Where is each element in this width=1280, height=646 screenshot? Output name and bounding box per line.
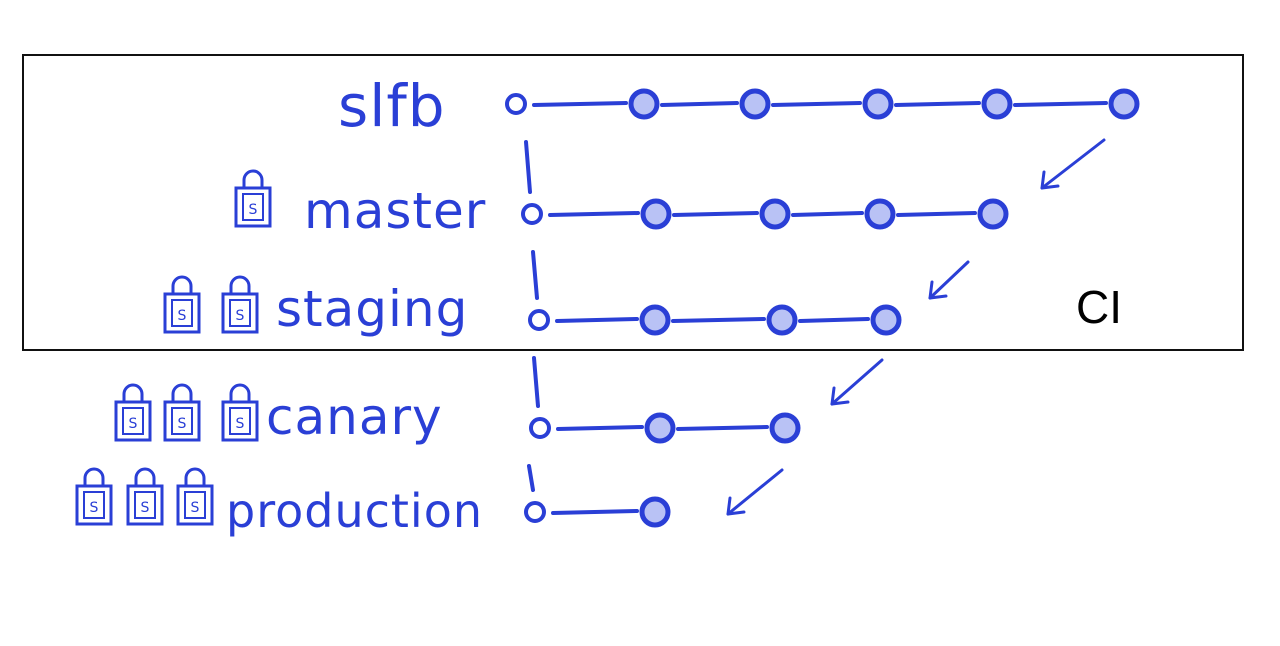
commit-node xyxy=(981,88,1013,120)
commit-connector xyxy=(791,211,864,217)
ci-label: CI xyxy=(1076,281,1122,333)
commit-connector xyxy=(676,425,769,431)
padlock-icon xyxy=(126,484,164,526)
padlock-shackle xyxy=(83,467,105,486)
padlock-inner-box xyxy=(242,193,264,221)
commit-connector xyxy=(798,317,870,323)
padlock-glyph: S xyxy=(129,416,138,432)
branch-label-staging: staging xyxy=(276,280,469,338)
padlock-glyph: S xyxy=(236,416,245,432)
padlock-glyph: S xyxy=(236,308,245,324)
commit-connector xyxy=(660,101,739,107)
padlock-icon xyxy=(163,292,201,334)
padlock-inner-box xyxy=(229,299,251,327)
commit-node xyxy=(769,412,801,444)
padlock-inner-box xyxy=(171,407,193,435)
padlock-shackle xyxy=(229,383,251,402)
padlock-icon xyxy=(163,400,201,442)
commit-node xyxy=(505,93,527,115)
padlock-glyph: S xyxy=(191,500,200,516)
commit-node xyxy=(870,304,902,336)
commit-connector xyxy=(894,101,981,107)
arrow-head-icon xyxy=(830,386,850,406)
branch-link-production xyxy=(527,464,535,492)
commit-node xyxy=(524,501,546,523)
commit-node xyxy=(644,412,676,444)
promotion-arrow xyxy=(1040,138,1106,190)
commit-connector xyxy=(896,211,977,217)
padlock-shackle xyxy=(184,467,206,486)
padlock-icon xyxy=(221,400,259,442)
promotion-arrow xyxy=(726,468,784,516)
branch-link-master xyxy=(524,140,532,194)
arrow-head-icon xyxy=(928,280,948,300)
padlock-glyph: S xyxy=(178,416,187,432)
commit-node xyxy=(862,88,894,120)
branch-label-slfb: slfb xyxy=(338,72,446,140)
commit-node xyxy=(628,88,660,120)
ci-boundary-box xyxy=(22,54,1244,351)
padlock-inner-box xyxy=(184,491,206,519)
commit-node xyxy=(977,198,1009,230)
commit-node xyxy=(1108,88,1140,120)
branch-link-staging xyxy=(531,250,539,300)
commit-node xyxy=(639,496,671,528)
commit-connector xyxy=(548,211,640,217)
commit-node xyxy=(739,88,771,120)
padlock-glyph: S xyxy=(178,308,187,324)
branch-link-canary xyxy=(532,356,540,408)
padlock-icon xyxy=(234,186,272,228)
arrow-head-icon xyxy=(1040,170,1060,190)
padlock-glyph: S xyxy=(249,202,258,218)
padlock-glyph: S xyxy=(141,500,150,516)
commit-connector xyxy=(1013,101,1108,107)
commit-node xyxy=(639,304,671,336)
promotion-arrow xyxy=(830,358,884,406)
commit-node xyxy=(521,203,543,225)
commit-node xyxy=(759,198,791,230)
padlock-shackle xyxy=(171,383,193,402)
padlock-shackle xyxy=(229,275,251,294)
padlock-icon xyxy=(176,484,214,526)
padlock-icon xyxy=(75,484,113,526)
padlock-shackle xyxy=(242,169,264,188)
padlock-inner-box xyxy=(134,491,156,519)
commit-connector xyxy=(672,211,759,217)
padlock-inner-box xyxy=(122,407,144,435)
branch-label-master: master xyxy=(304,182,487,240)
commit-node xyxy=(766,304,798,336)
promotion-arrow xyxy=(928,260,970,300)
padlock-shackle xyxy=(134,467,156,486)
commit-node xyxy=(528,309,550,331)
commit-connector xyxy=(551,509,639,515)
branch-label-canary: canary xyxy=(266,388,443,446)
padlock-inner-box xyxy=(83,491,105,519)
padlock-inner-box xyxy=(229,407,251,435)
commit-node xyxy=(864,198,896,230)
commit-connector xyxy=(771,101,862,107)
arrow-head-icon xyxy=(726,496,746,516)
padlock-icon xyxy=(114,400,152,442)
commit-connector xyxy=(555,317,639,323)
padlock-glyph: S xyxy=(90,500,99,516)
commit-node xyxy=(640,198,672,230)
commit-node xyxy=(529,417,551,439)
branch-label-production: production xyxy=(226,484,484,538)
padlock-shackle xyxy=(122,383,144,402)
padlock-icon xyxy=(221,292,259,334)
padlock-shackle xyxy=(171,275,193,294)
commit-connector xyxy=(671,317,766,323)
commit-connector xyxy=(532,101,628,107)
padlock-inner-box xyxy=(171,299,193,327)
commit-connector xyxy=(556,425,644,431)
